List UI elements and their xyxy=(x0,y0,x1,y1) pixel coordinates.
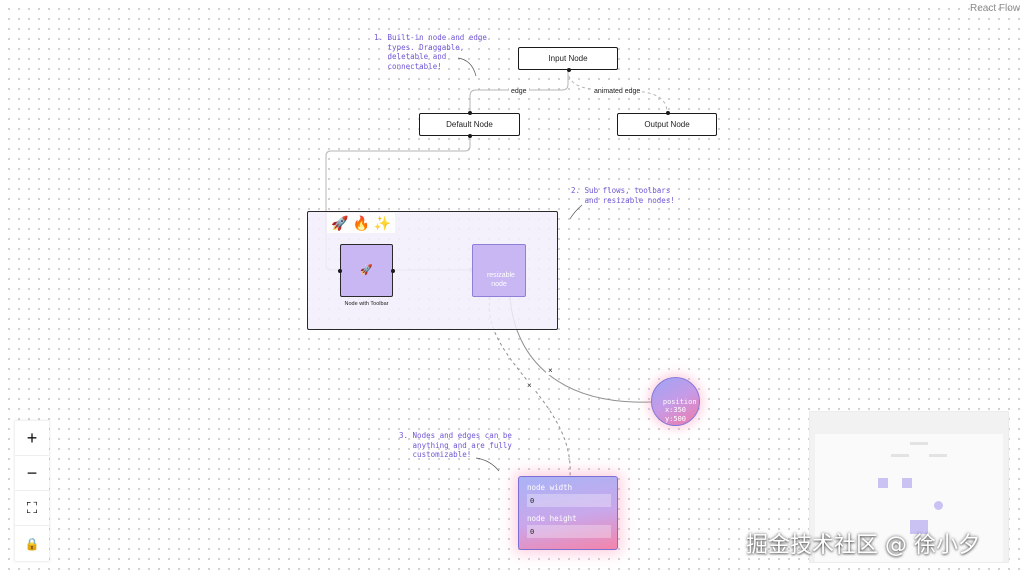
resizable-node[interactable]: resizable node xyxy=(472,244,526,297)
resizable-node-label: resizable node xyxy=(486,272,515,288)
default-node-label: Default Node xyxy=(446,120,493,129)
zoom-out-button[interactable]: − xyxy=(15,456,49,491)
minimap-node xyxy=(878,478,888,488)
node-height-label: node height xyxy=(527,514,577,523)
position-readout: position x:350 y:500 xyxy=(662,397,697,423)
minimap-node xyxy=(929,454,947,457)
annotation-built-in-nodes: 1. Built-in node and edge types. Draggab… xyxy=(374,33,487,71)
annotation-arrow-2 xyxy=(569,204,583,220)
output-node-target-handle[interactable] xyxy=(666,111,670,115)
edge-label-animated[interactable]: animated edge xyxy=(592,87,643,96)
default-node[interactable]: Default Node xyxy=(419,111,520,138)
input-node-source-handle[interactable] xyxy=(567,68,571,72)
plus-icon: + xyxy=(26,427,38,448)
minimap-node xyxy=(910,442,928,445)
delete-edge-button[interactable]: × xyxy=(546,366,555,375)
minimap-node xyxy=(902,478,912,488)
node-height-input[interactable] xyxy=(527,525,611,538)
node-with-toolbar[interactable]: 🚀 xyxy=(338,244,395,297)
edge-label-edge[interactable]: edge xyxy=(509,87,529,96)
input-node-label: Input Node xyxy=(548,54,588,63)
react-flow-attribution[interactable]: React Flow xyxy=(969,3,1020,14)
node-width-label: node width xyxy=(527,483,573,492)
rocket-icon: 🚀 xyxy=(360,265,373,276)
minimap-node xyxy=(934,501,943,510)
position-circle-node[interactable]: position x:350 y:500 xyxy=(651,377,700,426)
zoom-in-button[interactable]: + xyxy=(15,421,49,456)
node-width-input[interactable] xyxy=(527,494,611,507)
edge-input-output-animated xyxy=(567,69,668,114)
sparkle-icon[interactable]: ✨ xyxy=(373,215,392,231)
minimap-node xyxy=(891,454,909,457)
output-node-label: Output Node xyxy=(644,120,690,129)
node-toolbar: 🚀 🔥 ✨ xyxy=(327,213,396,233)
fit-view-icon: ⛶ xyxy=(26,499,38,517)
toolbar-node-source-handle[interactable] xyxy=(391,269,395,273)
edge-resizable-textnode-animated xyxy=(488,296,571,477)
minus-icon: − xyxy=(26,462,38,483)
node-with-toolbar-label: Node with Toolbar xyxy=(344,301,389,307)
flow-controls: + − ⛶ 🔒 xyxy=(15,421,49,561)
input-node[interactable]: Input Node xyxy=(518,47,618,72)
default-node-target-handle[interactable] xyxy=(468,111,472,115)
minimap-viewport[interactable] xyxy=(815,434,1003,562)
annotation-arrow-1 xyxy=(457,57,477,77)
watermark: 掘金技术社区 @ 徐小夕 xyxy=(746,533,980,558)
fire-icon[interactable]: 🔥 xyxy=(352,215,370,231)
annotation-arrow-3 xyxy=(475,457,500,472)
delete-edge-button[interactable]: × xyxy=(525,381,534,390)
text-input-node[interactable]: node width node height xyxy=(518,476,618,550)
annotation-sub-flows: 2. Sub flows, toolbars and resizable nod… xyxy=(571,186,675,205)
toolbar-node-target-handle[interactable] xyxy=(338,269,342,273)
output-node[interactable]: Output Node xyxy=(617,111,717,136)
lock-button[interactable]: 🔒 xyxy=(15,526,49,561)
default-node-source-handle[interactable] xyxy=(468,134,472,138)
fit-view-button[interactable]: ⛶ xyxy=(15,491,49,526)
rocket-icon[interactable]: 🚀 xyxy=(331,215,349,231)
lock-icon: 🔒 xyxy=(24,536,40,551)
minimap-node xyxy=(910,520,928,534)
annotation-customizable: 3. Nodes and edges can be anything and a… xyxy=(399,431,512,459)
